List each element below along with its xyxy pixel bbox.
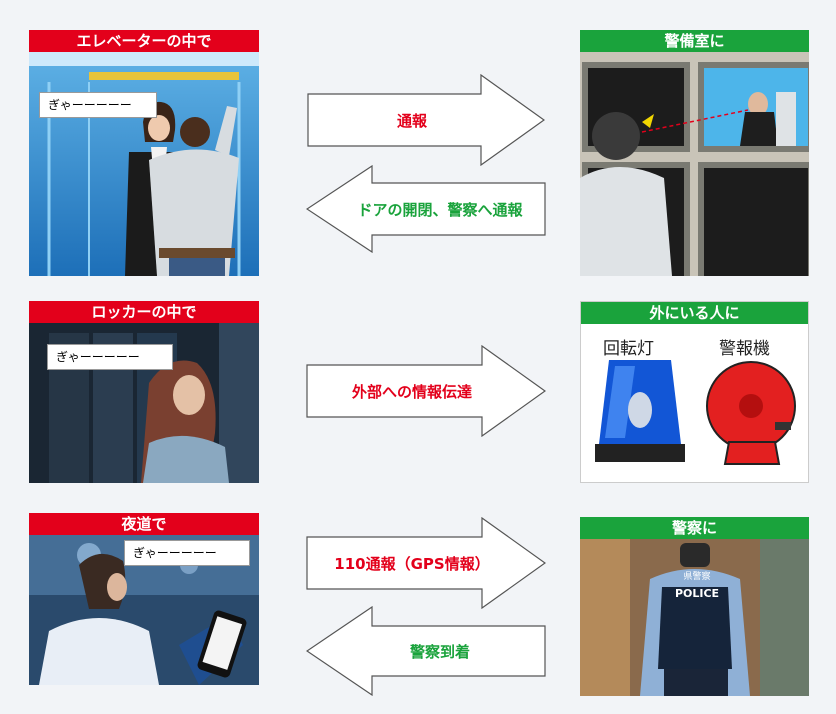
arrow-left-police-arrival [306, 606, 546, 696]
arrow-right-110 [306, 517, 546, 609]
panel-header: 夜道で [29, 513, 259, 535]
vest-text-1: 県警察 [683, 570, 710, 582]
panel-header: 外にいる人に [581, 302, 808, 324]
arrow-left-response [306, 165, 546, 253]
rotating-light-label: 回転灯 [603, 339, 654, 359]
guard-room-photo [580, 52, 809, 276]
arrow-right-inform [306, 345, 546, 437]
alarm-bell-label: 警報機 [719, 339, 770, 359]
panel-police: 警察に 県警察 POLICE [580, 517, 809, 696]
police-photo: 県警察 POLICE [580, 539, 809, 696]
elevator-photo [29, 52, 259, 276]
panel-locker: ロッカーの中で ぎゃーーーーー [29, 301, 259, 483]
scream-bubble: ぎゃーーーーー [124, 540, 250, 566]
arrow-left-label: ドアの開閉、警察へ通報 [357, 201, 523, 219]
arrow-right-label: 外部への情報伝達 [351, 383, 472, 401]
panel-header: 警察に [580, 517, 809, 539]
panel-guard-room: 警備室に [580, 30, 809, 276]
arrow-right-report [307, 74, 545, 166]
panel-header: 警備室に [580, 30, 809, 52]
scream-bubble: ぎゃーーーーー [39, 92, 157, 118]
arrow-right-label: 通報 [396, 112, 427, 130]
panel-outside-people: 外にいる人に 回転灯 警報機 [580, 301, 809, 483]
panel-elevator: エレベーターの中で ぎゃー [29, 30, 259, 276]
rotating-light-icon [595, 360, 685, 462]
panel-header: エレベーターの中で [29, 30, 259, 52]
panel-night-road: 夜道で ぎゃーーーーー [29, 513, 259, 685]
vest-text-2: POLICE [675, 587, 719, 600]
panel-header: ロッカーの中で [29, 301, 259, 323]
arrow-left-label: 警察到着 [409, 643, 470, 661]
arrow-right-label: 110通報（GPS情報） [334, 555, 490, 573]
scream-bubble: ぎゃーーーーー [47, 344, 173, 370]
alarm-bell-icon [706, 361, 796, 465]
